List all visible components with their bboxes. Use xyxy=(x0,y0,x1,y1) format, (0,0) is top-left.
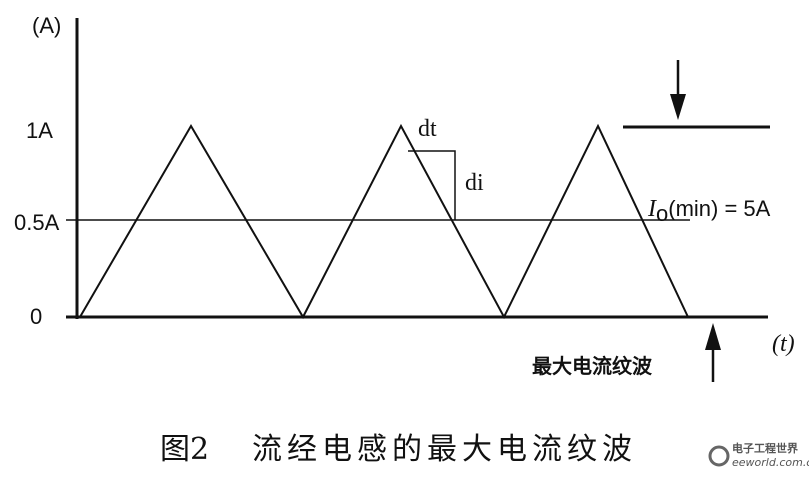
dt-label: dt xyxy=(418,116,437,142)
figure-caption: 流经电感的最大电流纹波 xyxy=(252,432,637,467)
max-ripple-label: 最大电流纹波 xyxy=(532,354,653,378)
tick-label-1A: 1A xyxy=(26,118,53,143)
logo-circle-icon xyxy=(708,445,730,467)
slope-triangle xyxy=(408,150,456,220)
top-arrow-head xyxy=(670,94,686,120)
io-min-label: Io(min) = 5A xyxy=(647,196,771,226)
figure-number: 图2 xyxy=(160,432,209,467)
tick-label-0.5A: 0.5A xyxy=(14,210,60,235)
x-axis-unit: (t) xyxy=(772,331,795,357)
io-subscript: o xyxy=(656,201,668,226)
io-symbol: I xyxy=(647,196,657,222)
y-axis-unit: (A) xyxy=(32,13,61,38)
bottom-arrow-head xyxy=(705,323,721,350)
di-label: di xyxy=(465,170,484,196)
watermark-name: 电子工程世界 xyxy=(732,441,798,455)
watermark-logo: 电子工程世界 eeworld.com.cn xyxy=(708,441,809,469)
ripple-waveform xyxy=(79,123,689,320)
io-value: (min) = 5A xyxy=(668,196,770,221)
watermark-url: eeworld.com.cn xyxy=(732,456,809,469)
tick-label-0: 0 xyxy=(30,304,42,329)
